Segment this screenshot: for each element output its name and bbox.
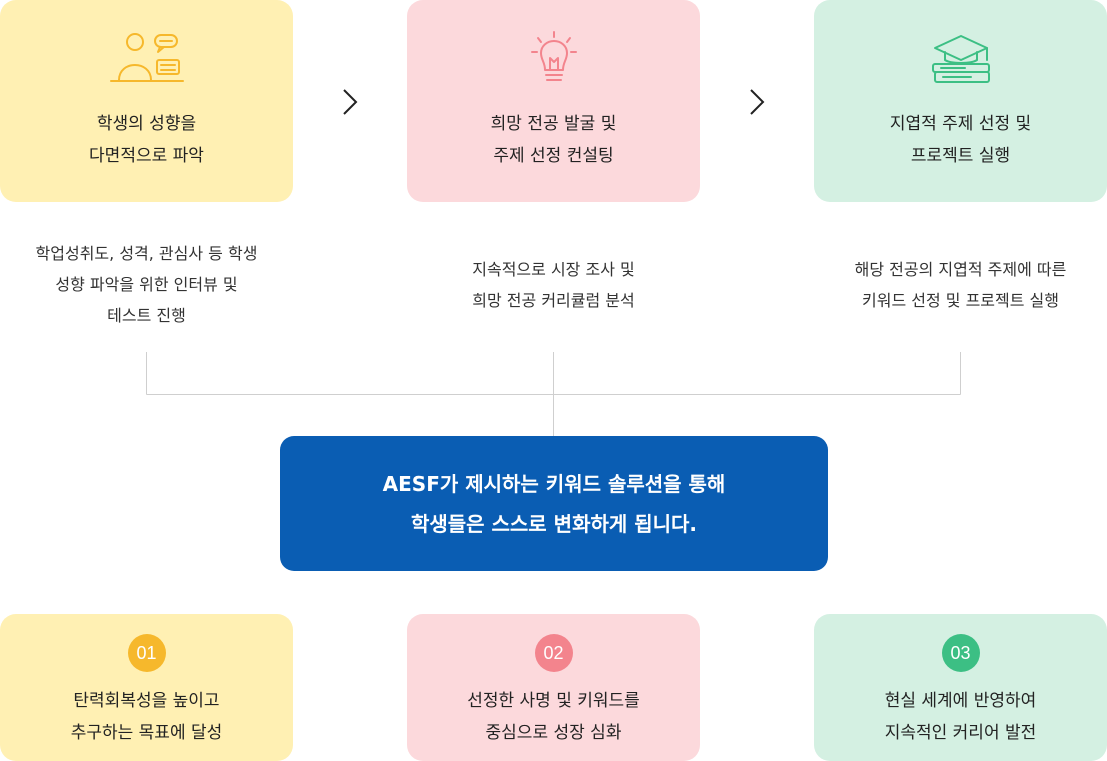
outcome-card-3: 03 현실 세계에 반영하여 지속적인 커리어 발전 (814, 614, 1107, 761)
step-card-1: 학생의 성향을 다면적으로 파악 (0, 0, 293, 202)
outcome-card-1: 01 탄력회복성을 높이고 추구하는 목표에 달성 (0, 614, 293, 761)
step-desc-3: 해당 전공의 지엽적 주제에 따른 키워드 선정 및 프로젝트 실행 (854, 260, 1067, 310)
outcome-text-1: 탄력회복성을 높이고 추구하는 목표에 달성 (70, 691, 223, 743)
outcome-number-badge: 03 (941, 634, 980, 672)
step-desc-2: 지속적으로 시장 조사 및 희망 전공 커리큘럼 분석 (472, 260, 635, 310)
step-title-3: 지엽적 주제 선정 및 프로젝트 실행 (889, 114, 1032, 166)
solution-banner: AESF가 제시하는 키워드 솔루션을 통해 학생들은 스스로 변화하게 됩니다… (280, 436, 828, 571)
chevron-right-icon (750, 89, 765, 115)
outcome-text-3: 현실 세계에 반영하여 지속적인 커리어 발전 (884, 691, 1037, 743)
step-card-3: 지엽적 주제 선정 및 프로젝트 실행 (814, 0, 1107, 202)
step-title-1: 학생의 성향을 다면적으로 파악 (89, 114, 204, 166)
chevron-right-icon (343, 89, 358, 115)
graduation-books-icon (931, 35, 990, 83)
step-title-2: 희망 전공 발굴 및 주제 선정 컨설팅 (490, 114, 617, 166)
step-desc-1: 학업성취도, 성격, 관심사 등 학생 성향 파악을 위한 인터뷰 및 테스트 … (35, 244, 258, 325)
step-card-2: 희망 전공 발굴 및 주제 선정 컨설팅 (407, 0, 700, 202)
outcome-number-badge: 01 (127, 634, 166, 672)
person-chat-icon (109, 33, 184, 82)
banner-text: AESF가 제시하는 키워드 솔루션을 통해 학생들은 스스로 변화하게 됩니다… (382, 471, 726, 536)
outcome-number-badge: 02 (534, 634, 573, 672)
lightbulb-icon (530, 31, 577, 81)
outcome-text-2: 선정한 사명 및 키워드를 중심으로 성장 심화 (467, 691, 640, 743)
outcome-card-2: 02 선정한 사명 및 키워드를 중심으로 성장 심화 (407, 614, 700, 761)
